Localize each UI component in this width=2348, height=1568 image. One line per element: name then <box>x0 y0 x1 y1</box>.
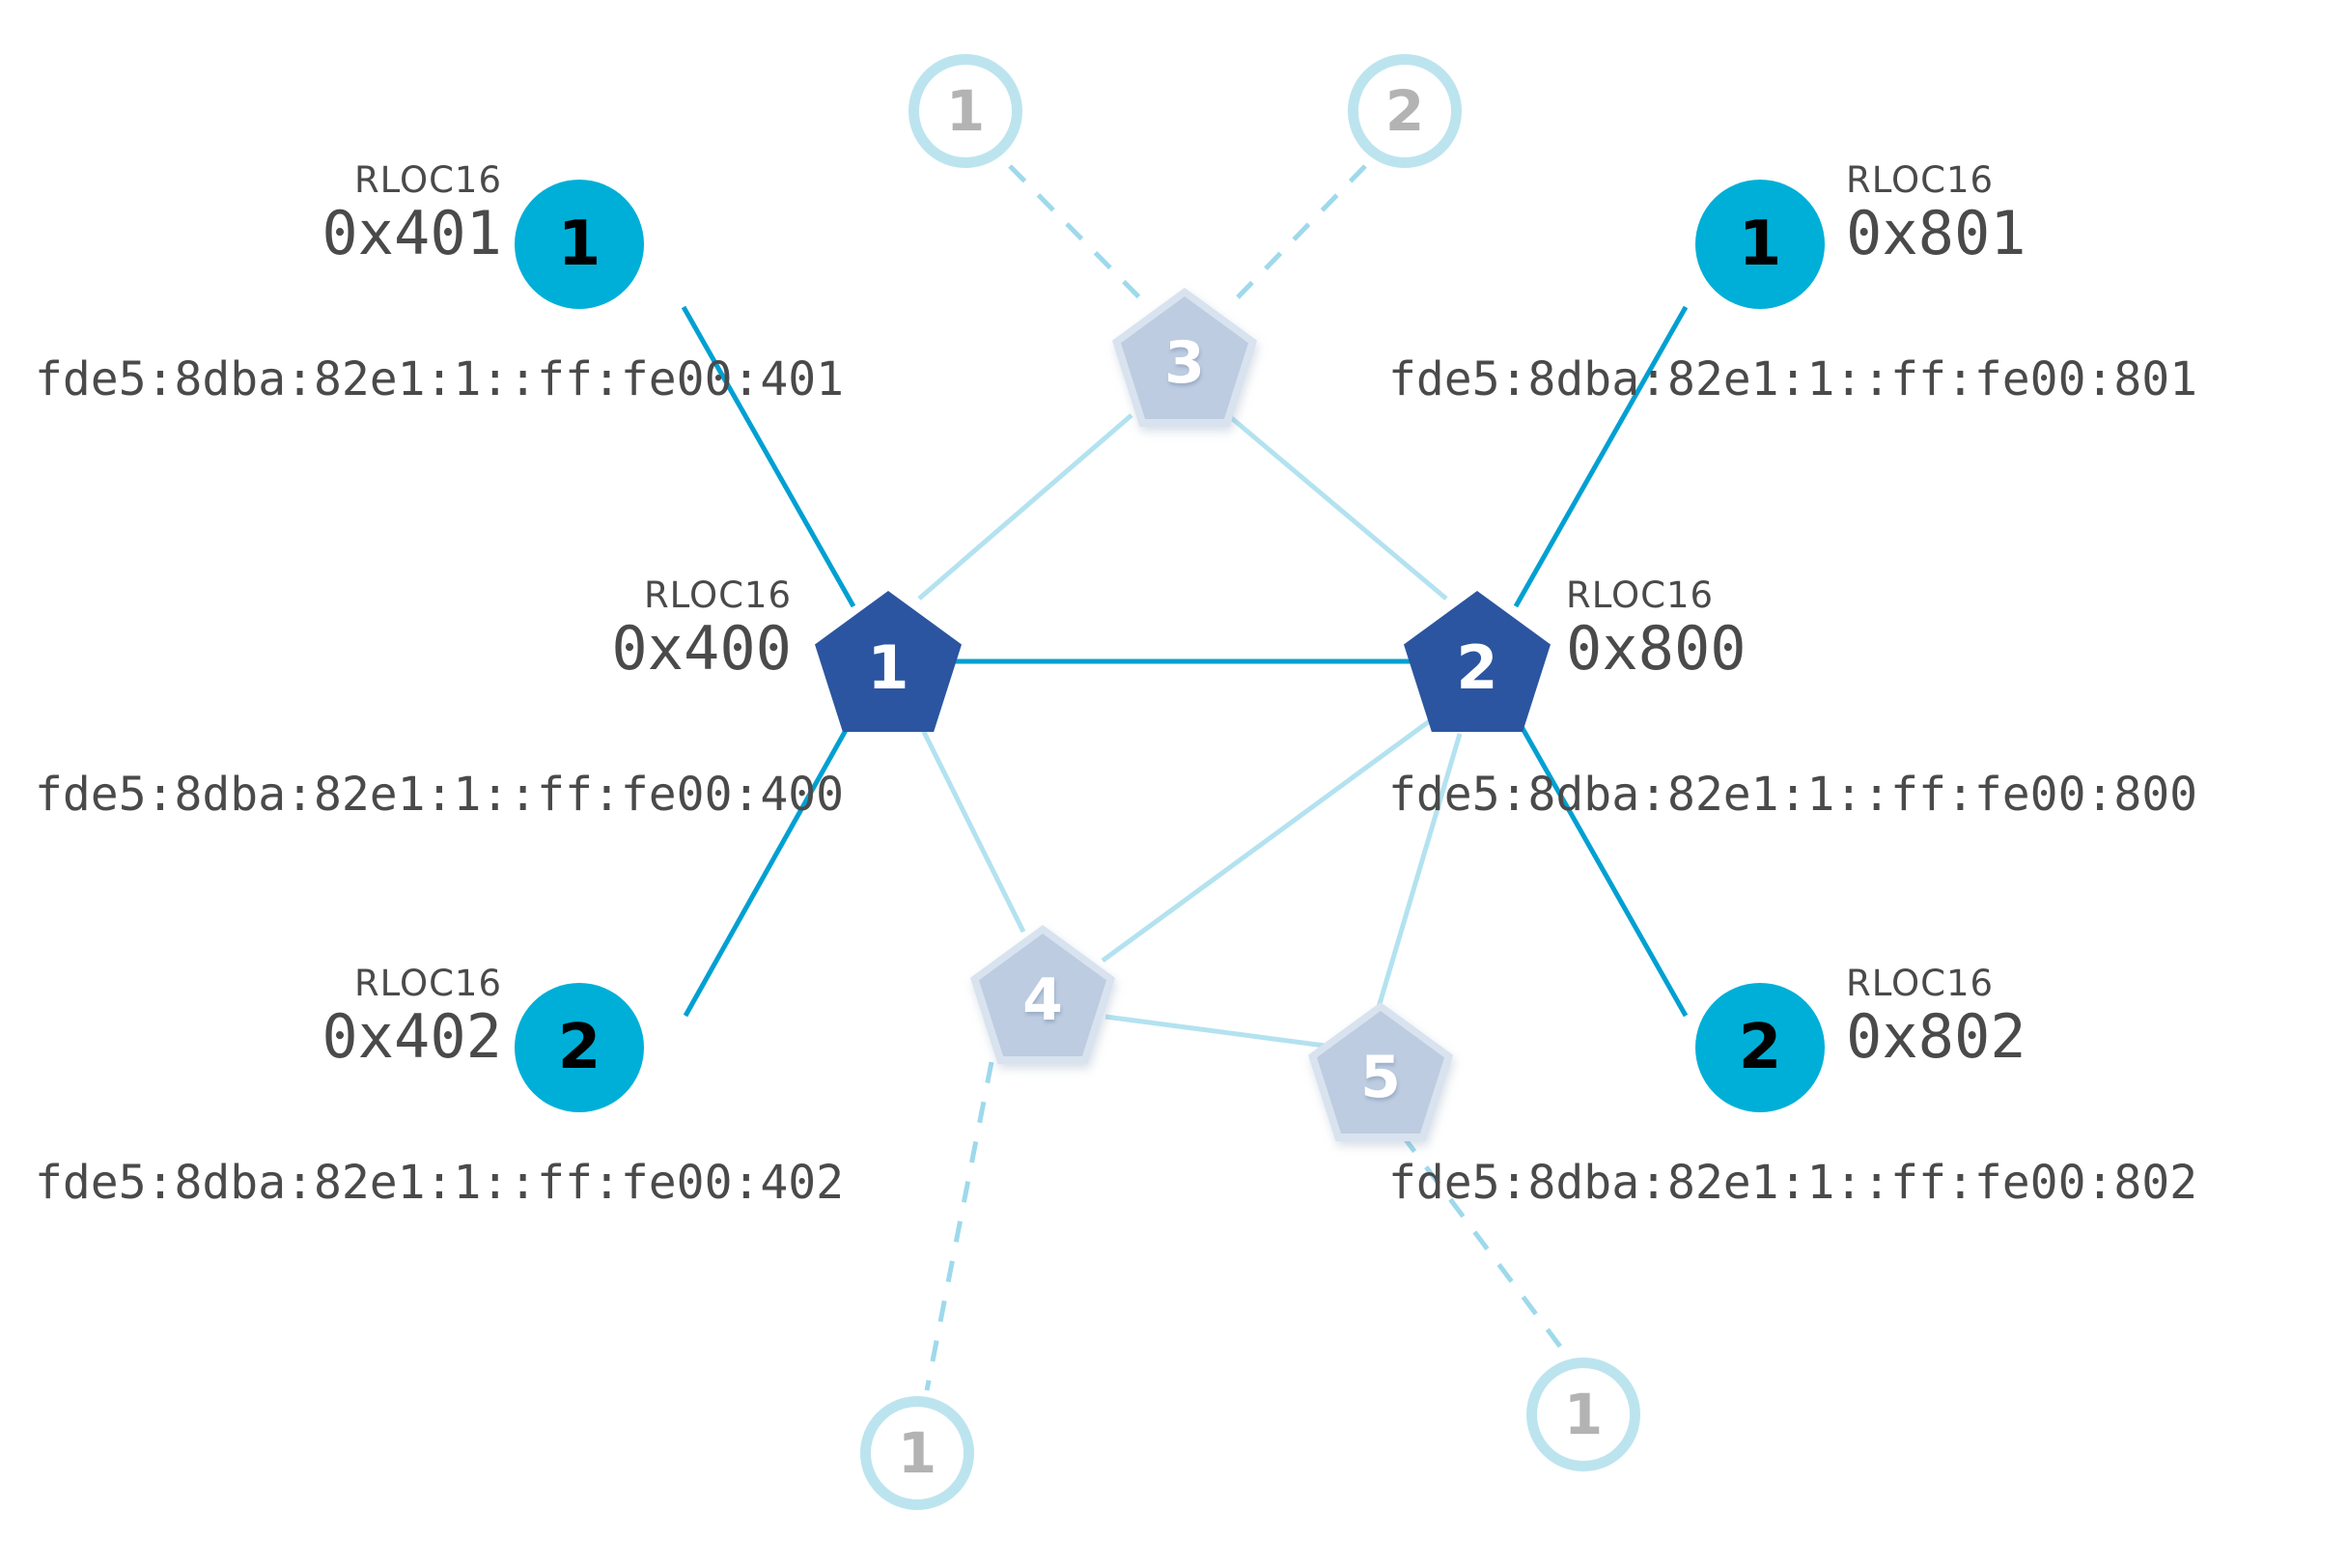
link-hollow-topright-pent3 <box>1236 164 1367 299</box>
detached-child-badge: 2 <box>1384 78 1425 144</box>
label-child-402: RLOC16 0x402 <box>126 963 502 1072</box>
link-pent4-pent5 <box>1104 1014 1326 1049</box>
router-badge: 2 <box>1456 632 1498 703</box>
detached-child-bottom-left[interactable]: 1 <box>860 1396 974 1510</box>
child-node-402[interactable]: 2 <box>515 983 644 1112</box>
link-hollow-topleft-pent3 <box>1008 164 1143 301</box>
rloc16-value: 0x400 <box>611 612 792 684</box>
ipv6-child-402: fde5:8dba:82e1:1::ff:fe00:402 <box>35 1156 845 1210</box>
child-badge: 2 <box>1738 1012 1782 1083</box>
detached-child-badge: 1 <box>897 1420 937 1486</box>
detached-child-badge: 1 <box>945 78 986 144</box>
link-router1-pent3 <box>917 413 1133 601</box>
label-child-401: RLOC16 0x401 <box>126 159 502 268</box>
rloc16-caption: RLOC16 <box>353 159 502 201</box>
ipv6-child-802: fde5:8dba:82e1:1::ff:fe00:802 <box>1388 1156 2198 1210</box>
link-router1-pent4 <box>916 720 1026 934</box>
router-badge: 3 <box>1164 329 1205 397</box>
child-badge: 1 <box>557 209 601 280</box>
ipv6-router-400: fde5:8dba:82e1:1::ff:fe00:400 <box>35 768 845 822</box>
rloc16-caption: RLOC16 <box>1846 159 1995 201</box>
detached-child-top-left[interactable]: 1 <box>908 54 1022 168</box>
router-node-3[interactable]: 3 <box>1112 288 1257 427</box>
rloc16-value: 0x401 <box>321 197 502 268</box>
rloc16-caption: RLOC16 <box>1566 574 1715 616</box>
detached-child-top-right[interactable]: 2 <box>1348 54 1462 168</box>
rloc16-caption: RLOC16 <box>353 963 502 1004</box>
link-pent5-hollow-bottomright <box>1399 1133 1567 1354</box>
ipv6-child-801: fde5:8dba:82e1:1::ff:fe00:801 <box>1388 352 2198 406</box>
router-badge: 5 <box>1360 1044 1401 1111</box>
child-node-802[interactable]: 2 <box>1695 983 1825 1112</box>
detached-child-bottom-right[interactable]: 1 <box>1526 1358 1640 1471</box>
label-router-400: RLOC16 0x400 <box>415 574 792 684</box>
link-pent4-router2 <box>1101 712 1440 964</box>
link-router1-child401 <box>681 305 856 608</box>
link-pent4-hollow-bottomleft <box>924 1061 994 1391</box>
rloc16-value: 0x802 <box>1846 1000 2027 1072</box>
detached-child-badge: 1 <box>1563 1382 1604 1447</box>
child-node-801[interactable]: 1 <box>1695 180 1825 309</box>
label-router-800: RLOC16 0x800 <box>1566 574 1971 684</box>
rloc16-value: 0x800 <box>1566 612 1747 684</box>
label-child-801: RLOC16 0x801 <box>1846 159 2251 268</box>
rloc16-caption: RLOC16 <box>1846 963 1995 1004</box>
child-badge: 2 <box>557 1012 601 1083</box>
router-node-4[interactable]: 4 <box>970 925 1115 1064</box>
link-router2-child801 <box>1513 305 1689 608</box>
router-node-5[interactable]: 5 <box>1308 1002 1453 1141</box>
ipv6-router-800: fde5:8dba:82e1:1::ff:fe00:800 <box>1388 768 2198 822</box>
router-badge: 4 <box>1022 966 1063 1034</box>
rloc16-value: 0x402 <box>321 1000 502 1072</box>
link-router1-child402 <box>683 714 856 1018</box>
ipv6-child-401: fde5:8dba:82e1:1::ff:fe00:401 <box>35 352 845 406</box>
link-router2-child802 <box>1513 714 1689 1018</box>
label-child-802: RLOC16 0x802 <box>1846 963 2251 1072</box>
rloc16-caption: RLOC16 <box>643 574 792 616</box>
link-pent3-router2 <box>1226 413 1448 601</box>
child-node-401[interactable]: 1 <box>515 180 644 309</box>
link-pent5-router2 <box>1376 733 1463 1008</box>
child-badge: 1 <box>1738 209 1782 280</box>
rloc16-value: 0x801 <box>1846 197 2027 268</box>
router-badge: 1 <box>867 632 909 703</box>
